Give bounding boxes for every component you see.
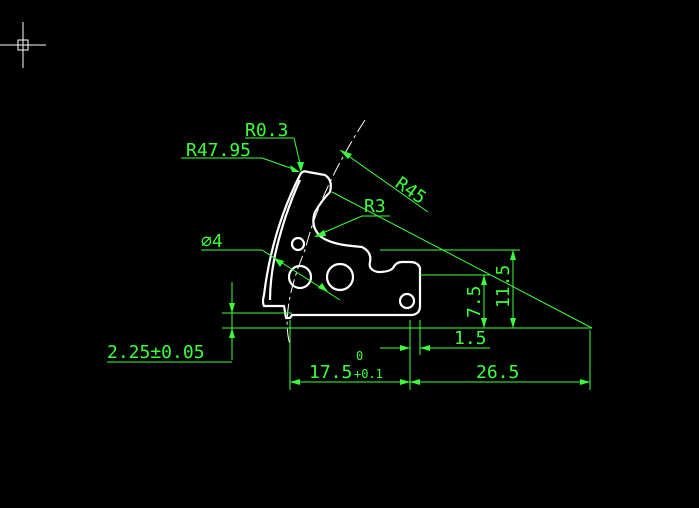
hole-left xyxy=(287,264,313,290)
label-w15: 1.5 xyxy=(454,328,487,349)
label-dia4: ⌀4 xyxy=(201,231,223,252)
label-r03: R0.3 xyxy=(245,120,288,141)
label-r45: R45 xyxy=(391,173,430,209)
small-hole-right xyxy=(398,292,416,310)
dimension-lines xyxy=(107,137,593,390)
label-tol-upper: 0 xyxy=(356,349,363,363)
label-tol-lower: +0.1 xyxy=(354,367,383,381)
profile-outline xyxy=(261,170,422,320)
hole-center xyxy=(325,262,355,292)
profile-contour xyxy=(261,170,422,320)
label-r3: R3 xyxy=(364,196,386,217)
small-hole-top xyxy=(290,236,306,252)
label-h115: 11.5 xyxy=(493,265,514,308)
label-w175: 17.5 xyxy=(309,362,352,383)
label-w265: 26.5 xyxy=(476,362,519,383)
label-t225: 2.25±0.05 xyxy=(107,342,205,363)
construction-arc xyxy=(286,119,366,346)
label-h75: 7.5 xyxy=(464,285,485,318)
dimension-labels: R0.3 R47.95 R45 R3 ⌀4 11.5 7.5 1.5 2.25±… xyxy=(107,120,519,383)
outer-arc-contour xyxy=(268,179,302,301)
crosshair-icon xyxy=(0,22,46,68)
label-r4795: R47.95 xyxy=(186,140,251,161)
